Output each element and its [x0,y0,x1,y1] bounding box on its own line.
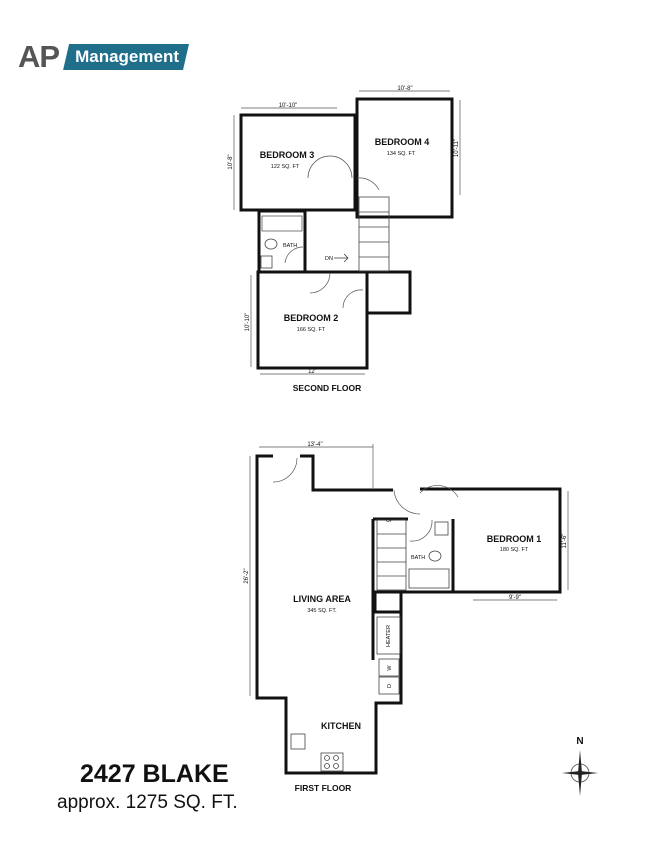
property-name: 2427 BLAKE [80,760,229,788]
dim-living-depth: 26'-2" [244,568,250,583]
room-label-bedroom-2: BEDROOM 2 [284,313,339,323]
door-front [393,489,421,515]
dim-living-width: 13'-4" [307,442,322,448]
compass-north-label: N [576,736,583,747]
door-bedroom-4 [356,177,380,191]
room-area-bedroom-4: 134 SQ. FT [387,151,416,157]
dim-br1-depth: 11'-6" [562,534,568,549]
stairs-1f [376,519,407,591]
washer [378,658,400,677]
room-area-bedroom-2: 166 SQ. FT [297,327,326,333]
compass-icon: N [562,736,598,796]
first-floor-inner-walls [371,517,455,660]
bedroom-3-walls [239,113,357,212]
sink-1f [434,521,449,536]
company-logo: AP Management [18,39,189,74]
sink [260,255,273,269]
dryer-label: D [387,684,393,688]
second-floor-label: SECOND FLOOR [293,383,361,393]
door-bath-1f [409,519,433,542]
dryer [378,676,400,695]
door-bedroom-1 [419,485,459,498]
dim-br3-width: 10'-10" [279,103,298,109]
washer-label: W [387,665,393,671]
dim-br3-depth: 10'-8" [228,154,234,169]
heater-label: HEATER [386,625,392,647]
first-floor-plan: LIVING AREA 345 SQ. FT. BEDROOM 1 180 SQ… [244,442,569,793]
dim-br4-depth: 10'-11" [454,139,460,157]
room-label-bath-1f: BATH [411,555,425,561]
dim-br2-depth: 10'-10" [245,313,251,332]
door-bedroom-2 [309,272,331,294]
room-label-bath-2f: BATH [283,243,297,249]
stove [320,752,344,772]
dim-br1-width: 9'-9" [509,595,521,601]
closet [373,590,403,614]
room-area-bedroom-3: 122 SQ. FT [271,164,300,170]
room-area-bedroom-1: 180 SQ. FT [500,547,529,553]
room-label-bedroom-3: BEDROOM 3 [260,150,315,160]
room-label-kitchen: KITCHEN [321,721,361,731]
room-label-living-area: LIVING AREA [293,594,351,604]
first-floor-outer-walls [255,454,562,775]
room-label-bedroom-4: BEDROOM 4 [375,137,430,147]
dim-br4-width: 10'-8" [397,86,412,92]
kitchen-sink [290,733,306,750]
stairs-dn-label: DN [325,256,333,262]
dim-br2-width: 12' [308,369,316,375]
room-label-bedroom-1: BEDROOM 1 [487,534,542,544]
first-floor-label: FIRST FLOOR [295,783,352,793]
door-entry [272,457,298,483]
door-closet [342,289,364,309]
heater-box [376,616,401,655]
bathtub [261,215,303,232]
room-area-living-area: 345 SQ. FT. [307,608,337,614]
closet-walls [365,270,412,315]
stairs-up-label: UP [386,518,394,524]
bedroom-2-walls [256,270,369,370]
door-bedroom-3 [307,155,353,179]
bedroom-4-walls [355,97,454,219]
logo-ap: AP [18,39,60,74]
bathtub-1f [408,568,450,589]
logo-management: Management [63,44,189,70]
door-bath [284,246,304,264]
second-floor-plan: BEDROOM 3 122 SQ. FT BEDROOM 4 134 SQ. F… [228,86,461,393]
stairs [358,196,390,272]
toilet [264,238,278,250]
toilet-1f [428,550,442,562]
property-area: approx. 1275 SQ. FT. [57,792,238,813]
